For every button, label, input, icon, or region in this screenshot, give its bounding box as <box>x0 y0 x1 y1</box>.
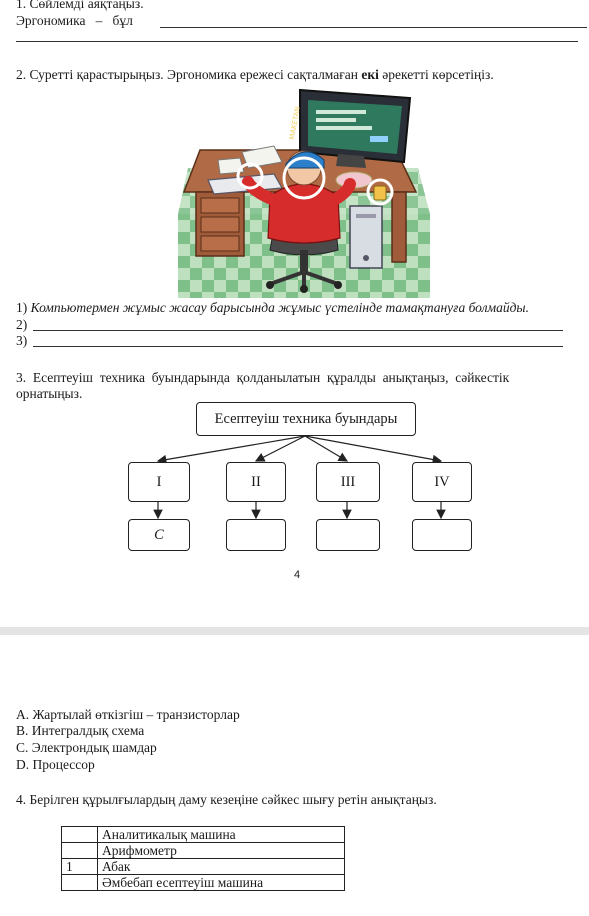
task2-heading: 2. Суретті қарастырыңыз. Эргономика ереж… <box>16 67 494 82</box>
answer-box-i[interactable]: C <box>128 519 190 551</box>
task1-answer-line-1[interactable] <box>160 27 587 28</box>
task1-answer-line-2[interactable] <box>16 41 578 42</box>
task3-heading-line1: 3. Есептеуіш техника буындарында қолданы… <box>16 370 510 385</box>
order-cell[interactable]: 1 <box>61 858 98 875</box>
task1-prompt: Эргономика – бұл <box>16 13 133 28</box>
generation-box-i: I <box>128 462 190 502</box>
page-separator <box>0 627 589 635</box>
device-name: Арифмометр <box>97 842 345 859</box>
computer-desk-illustration: MAKETAN <box>178 88 430 298</box>
device-name: Әмбебап есептеуіш машина <box>97 874 345 891</box>
table-row: Арифмометр <box>61 842 345 859</box>
answer-box-iii[interactable] <box>316 519 380 551</box>
order-cell[interactable] <box>61 842 98 859</box>
device-name: Аналитикалық машина <box>97 826 345 843</box>
task3-diagram-arrows <box>153 435 446 520</box>
generation-box-iii: III <box>316 462 380 502</box>
option-a: A. Жартылай өткізгіш – транзисторлар <box>16 707 240 722</box>
arrow-root-to-iv <box>304 435 443 465</box>
arrow-root-to-ii <box>254 435 306 462</box>
option-b: B. Интегралдық схема <box>16 723 145 738</box>
sequence-table: Аналитикалық машина Арифмометр 1 Абак Әм… <box>61 826 345 891</box>
task3-heading-line2: орнатыңыз. <box>16 386 83 401</box>
task2-answer-1: 1) Компьютермен жұмыс жасау барысында жұ… <box>16 300 529 315</box>
option-c: C. Электрондық шамдар <box>16 740 157 755</box>
table-row: Аналитикалық машина <box>61 826 345 843</box>
order-cell[interactable] <box>61 874 98 891</box>
task4-heading: 4. Берілген құрылғылардың даму кезеңіне … <box>16 792 437 807</box>
generation-box-iv: IV <box>412 462 472 502</box>
answer-box-iv[interactable] <box>412 519 472 551</box>
computer-desk-icon: MAKETAN <box>178 88 430 298</box>
order-cell[interactable] <box>61 826 98 843</box>
task2-answer-2-num: 2) <box>16 317 28 332</box>
arrow-root-to-i <box>156 435 306 465</box>
task2-answer-3-num: 3) <box>16 333 28 348</box>
generations-root-box: Есептеуіш техника буындары <box>196 402 416 436</box>
task2-answer-3-line[interactable] <box>33 346 563 347</box>
table-row: Әмбебап есептеуіш машина <box>61 874 345 891</box>
table-row: 1 Абак <box>61 858 345 875</box>
task1-heading: 1. Сөйлемді аяқтаңыз. <box>16 0 144 11</box>
page-number: 4 <box>294 569 301 581</box>
generation-box-ii: II <box>226 462 286 502</box>
device-name: Абак <box>97 858 345 875</box>
option-d: D. Процессор <box>16 757 95 772</box>
answer-box-ii[interactable] <box>226 519 286 551</box>
task2-answer-2-line[interactable] <box>33 330 563 331</box>
arrow-root-to-iii <box>304 435 349 462</box>
